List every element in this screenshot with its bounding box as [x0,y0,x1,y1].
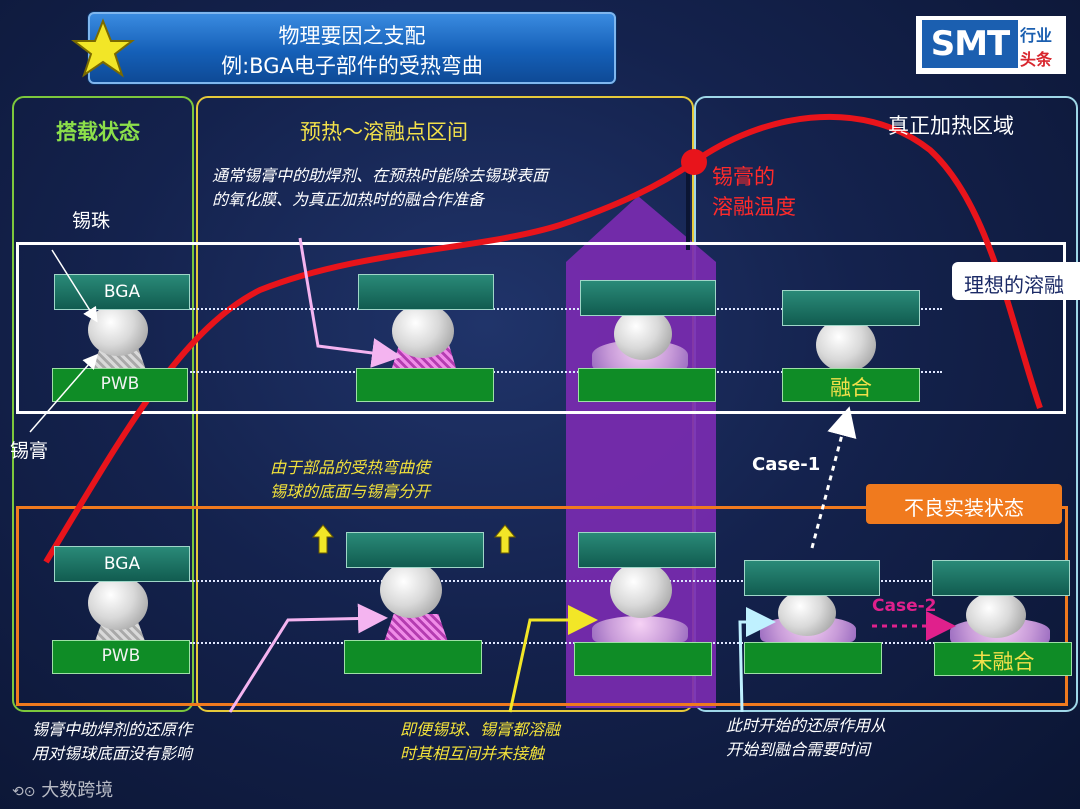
molten-paste [592,616,688,642]
pwb-board: 融合 [782,368,920,402]
dotted-line [190,371,942,373]
solder-ball [380,562,442,618]
mount-frame [12,96,194,712]
ideal-frame [16,242,1066,414]
solder-ball [88,304,148,356]
bga-chip [358,274,494,310]
pwb-board [578,368,716,402]
ideal-label: 理想的溶融 [964,273,1064,297]
solder-ball [610,562,672,618]
case1-arrow [810,406,857,549]
section-heating-title: 真正加热区域 [888,114,1014,138]
flux-bottom-pointer [228,603,388,713]
section-mount-title: 搭载状态 [56,120,140,144]
flux-pointer [298,237,402,368]
star-icon [71,18,135,78]
ideal-label-box: 理想的溶融 [952,262,1080,300]
pwb-label: PWB [100,374,140,394]
bga-chip: BGA [54,546,190,582]
bga-chip [932,560,1070,596]
not-fused-label: 未融合 [971,650,1035,674]
watermark: ⟲⊙ 大数跨境 [12,776,113,802]
title-line-2: 例:BGA电子部件的受热弯曲 [221,54,483,78]
title-line-1: 物理要因之支配 [278,24,426,48]
arrow-up-icon [494,524,516,554]
solder-ball [778,590,836,636]
watermark-icon: ⟲⊙ [12,784,36,800]
title-bar: 物理要因之支配 例:BGA电子部件的受热弯曲 [88,12,616,84]
solder-paste [384,614,448,642]
note-flux-bottom: 锡膏中助焊剂的还原作 用对锡球底面没有影响 [32,720,193,763]
bad-state-label: 不良实装状态 [904,496,1024,520]
melt-temp-line-1: 锡膏的 [712,165,775,189]
melt-temp-line-2: 溶融温度 [712,195,796,219]
smt-logo: SMT 行业 头条 [916,16,1066,74]
case2-label: Case-2 [872,596,937,616]
solder-ball [614,308,672,360]
solder-ball [392,304,454,358]
pwb-board [744,642,882,674]
ball-pointer [51,249,98,323]
melt-pointer [508,605,598,713]
melt-point-marker [681,149,707,175]
solder-ball [816,318,876,372]
bga-chip [744,560,880,596]
bga-chip [782,290,920,326]
section-preheat-title: 预热～溶融点区间 [300,120,468,144]
bga-chip [580,280,716,316]
pwb-board [356,368,494,402]
paste-label: 锡膏 [10,440,49,462]
paste-pointer [29,353,98,433]
note-both-melt: 即便锡球、锡膏都溶融 时其相互间并未接触 [400,720,561,763]
logo-smt-text: SMT [922,20,1018,68]
pwb-board [344,640,482,674]
fused-label: 融合 [830,376,872,400]
pwb-board: PWB [52,368,188,402]
bad-frame [16,506,1068,706]
dotted-line [190,308,942,310]
bga-label: BGA [103,282,141,302]
note-flux-top: 通常锡膏中的助焊剂、在预热时能除去锡球表面 的氧化膜、为真正加热时的融合作准备 [212,166,549,209]
dotted-line [190,642,950,644]
solder-ball [966,592,1026,638]
pwb-board [574,642,712,676]
bad-state-box: 不良实装状态 [866,484,1062,524]
bga-chip [346,532,484,568]
pwb-board: 未融合 [934,642,1072,676]
bga-chip [578,532,716,568]
pwb-label: PWB [101,646,141,666]
case1-label: Case-1 [752,454,821,475]
logo-line-1: 行业 [1020,26,1053,45]
ball-label: 锡珠 [72,210,111,232]
arrow-up-icon [312,524,334,554]
bga-label: BGA [103,554,141,574]
note-time: 此时开始的还原作用从 开始到融合需要时间 [726,716,887,759]
watermark-text: 大数跨境 [41,780,114,801]
dotted-line [190,580,950,582]
bga-chip: BGA [54,274,190,310]
melt-temp-label: 锡膏的 溶融温度 [712,162,796,222]
logo-line-2: 头条 [1020,50,1053,69]
solder-ball [88,576,148,630]
pwb-board: PWB [52,640,190,674]
note-warp: 由于部品的受热弯曲使 锡球的底面与锡膏分开 [270,458,431,501]
time-pointer [738,607,776,713]
